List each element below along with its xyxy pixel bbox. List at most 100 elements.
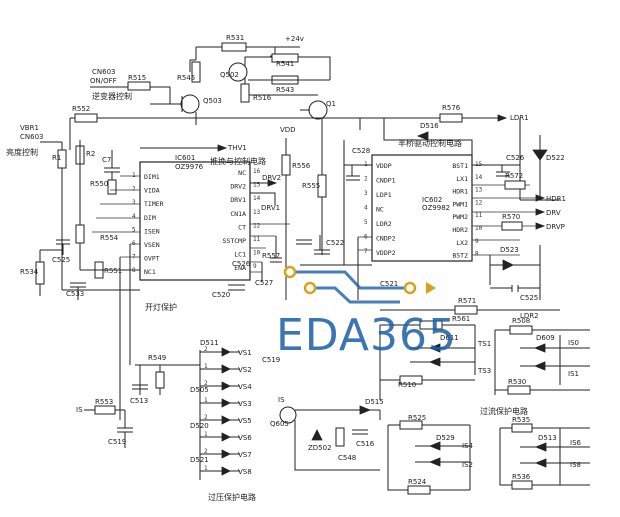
diode-vs2	[221, 364, 231, 374]
label-r570: R570	[502, 213, 520, 221]
label-is1: IS1	[568, 370, 579, 378]
ic601-pin-ct: CT	[238, 223, 246, 231]
ic601-pin-drv2: DRV2	[230, 183, 246, 191]
resistor-r508	[509, 325, 533, 335]
label-r557: R557	[262, 252, 280, 260]
ic602-pin-bst2: BST2	[452, 252, 468, 260]
label-overcurrent-protect: 过流保护电路	[480, 406, 528, 416]
brightness-input-section: R552 VBR1 CN603 亮度控制 R1 R2 C7 R550 THV1 …	[6, 105, 330, 300]
vs-pin-number: 1	[204, 397, 208, 404]
resistor-c548	[335, 427, 345, 447]
ic602-body	[371, 154, 473, 262]
ic602-pin-number: 12	[475, 199, 483, 206]
resistor-r536	[511, 480, 533, 490]
ic601-pin-number: 11	[253, 236, 261, 243]
label-open-lamp-protect: 开灯保护	[145, 302, 177, 312]
label-drv2: DRV2	[262, 174, 281, 182]
label-r525: R525	[408, 414, 426, 422]
ic601-pin-number: 13	[253, 209, 261, 216]
ic601-pin-number: 8	[132, 267, 136, 274]
current-sense-section: R561 D611 TS1 TS3 R510 R508 D609 IS0 IS1…	[379, 315, 590, 400]
ic601-pin-number: 6	[132, 240, 136, 247]
ic601-pin-ovpt: OVPT	[144, 255, 160, 263]
label-c513: C513	[130, 397, 148, 405]
resistor-r524	[407, 485, 431, 495]
label-r1: R1	[52, 154, 61, 162]
vs-pin-number: 1	[204, 465, 208, 472]
label-c516: C516	[356, 440, 375, 448]
ic601-pin-vida: VIDA	[144, 187, 160, 195]
ic601-block: IC601 OZ9976 推挽与控制电路 DIM11VIDA2TIMER3DIM…	[92, 154, 290, 420]
ic602-pin-hdr1: HDR1	[452, 188, 468, 196]
resistor-r572	[504, 180, 526, 190]
label-r556: R556	[292, 162, 311, 170]
label-d505: D505	[190, 386, 209, 394]
label-ts1: TS1	[477, 340, 491, 348]
label-is6: IS6	[570, 439, 582, 447]
watermark-text: EDA365	[276, 310, 457, 361]
label-vdd: VDD	[280, 126, 296, 134]
ic602-pin-number: 9	[475, 238, 479, 245]
label-ldr2: LDR2	[520, 312, 539, 320]
label-brightness-control: 亮度控制	[6, 147, 38, 157]
label-c519b: C519	[108, 438, 126, 446]
label-r552: R552	[72, 105, 90, 113]
ic602-pin-number: 3	[364, 190, 368, 197]
ic602-pin-bst1: BST1	[452, 162, 468, 170]
label-vs2: VS2	[238, 366, 252, 374]
label-d523: D523	[500, 246, 519, 254]
vs-pin-number: 1	[204, 363, 208, 370]
label-r508: R508	[512, 317, 530, 325]
ic601-name: IC601	[175, 154, 195, 162]
label-d521: D521	[190, 456, 209, 464]
label-c520: C520	[212, 291, 230, 299]
ic601-pin-number: 3	[132, 199, 136, 206]
label-r510: R510	[398, 381, 416, 389]
label-c7: C7	[102, 156, 111, 164]
label-r576: R576	[442, 104, 461, 112]
ic602-pin-number: 2	[364, 176, 368, 183]
diode-vs3	[221, 398, 231, 408]
label-c528: C528	[352, 147, 370, 155]
resistor-r550	[107, 179, 117, 195]
label-zd502: ZD502	[308, 444, 332, 452]
label-r549: R549	[148, 354, 166, 362]
label-r554: R554	[100, 234, 119, 242]
vs-pin-number: 1	[204, 431, 208, 438]
label-r553: R553	[95, 398, 113, 406]
ic601-pin-nc1: NC1	[144, 268, 156, 276]
resistor-r570	[501, 221, 523, 231]
ic602-pin-number: 5	[364, 219, 368, 226]
transistor-q502	[228, 62, 248, 82]
zener-zd502	[311, 429, 323, 441]
label-d611: D611	[440, 334, 459, 342]
label-is8: IS8	[570, 461, 581, 469]
label-c519: C519	[262, 356, 280, 364]
label-d511: D511	[200, 339, 219, 347]
label-ldr1: LDR1	[510, 114, 529, 122]
ic602-pin-vddp: VDDP	[376, 162, 392, 170]
label-d515: D515	[365, 398, 384, 406]
resistor-r576	[439, 113, 463, 123]
label-d513: D513	[538, 434, 557, 442]
label-r2: R2	[86, 150, 95, 158]
diode-vs1	[221, 347, 231, 357]
vs-pin-number: 2	[204, 414, 208, 421]
ic601-pin-ena: ENA	[234, 264, 246, 272]
label-r515: R515	[128, 74, 146, 82]
label-v24: +24v	[285, 35, 304, 43]
vs-pin-number: 2	[204, 380, 208, 387]
label-r545: R545	[177, 74, 195, 82]
ic601-pin-number: 14	[253, 195, 261, 202]
transistor-q1	[308, 100, 328, 120]
diode-d516	[416, 131, 429, 141]
ic601-pin-sstcmp: SSTCMP	[223, 237, 247, 245]
ic601-pin-number: 2	[132, 186, 136, 193]
diode-vs5	[221, 415, 231, 425]
diode-vs7	[221, 449, 231, 459]
label-r551: R551	[104, 267, 122, 275]
ic602-pin-vddp2: VDDP2	[376, 249, 396, 257]
